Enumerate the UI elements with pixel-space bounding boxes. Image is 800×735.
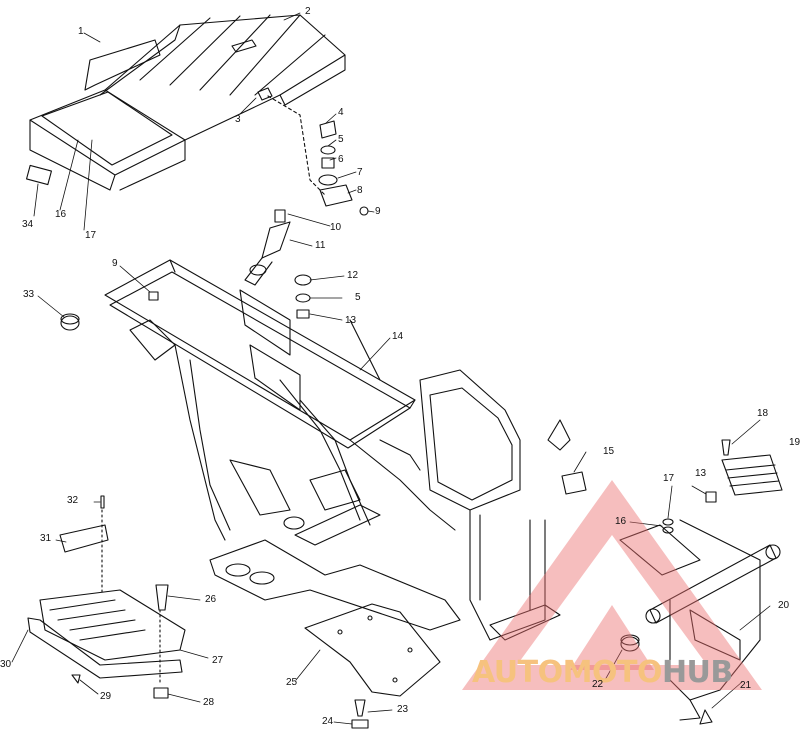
callout-24: 24 <box>322 716 334 727</box>
watermark-text-part1: AUTOMOTO <box>472 655 662 690</box>
callout-12: 12 <box>347 270 359 281</box>
callout-9b: 9 <box>112 258 118 269</box>
callout-19: 19 <box>789 437 800 448</box>
leader-lines <box>11 12 771 725</box>
rear-rack <box>26 14 346 191</box>
callout-3: 3 <box>235 114 241 125</box>
callout-28: 28 <box>203 697 215 708</box>
skid-plate-fasteners <box>351 699 369 729</box>
automotohub-logo-icon <box>462 480 762 690</box>
callout-13b: 13 <box>695 468 707 479</box>
callout-11: 11 <box>315 240 326 251</box>
watermark-text: AUTOMOTOHUB <box>472 655 733 690</box>
callout-1: 1 <box>78 26 84 37</box>
callout-5b: 5 <box>355 292 361 303</box>
callout-33: 33 <box>23 289 35 300</box>
watermark-text-part2: HUB <box>661 655 733 690</box>
nut-washer-stack <box>148 274 312 319</box>
support-brace <box>244 209 291 286</box>
main-frame <box>104 259 571 641</box>
small-loose-parts <box>60 313 587 495</box>
callout-14: 14 <box>392 331 404 342</box>
callout-23: 23 <box>397 704 409 715</box>
callout-32: 32 <box>67 495 79 506</box>
callout-27: 27 <box>212 655 224 666</box>
callout-13a: 13 <box>345 315 357 326</box>
front-plug <box>620 634 640 652</box>
callout-15: 15 <box>603 446 615 457</box>
callout-17b: 17 <box>663 473 675 484</box>
callout-30: 30 <box>0 659 12 670</box>
callout-34: 34 <box>22 219 34 230</box>
callout-17a: 17 <box>85 230 97 241</box>
callout-2: 2 <box>305 6 311 17</box>
callout-7: 7 <box>357 167 363 178</box>
callout-10: 10 <box>330 222 342 233</box>
callout-16a: 16 <box>55 209 67 220</box>
front-bumper <box>619 519 781 725</box>
callout-9a: 9 <box>375 206 381 217</box>
callout-29: 29 <box>100 691 112 702</box>
callout-8: 8 <box>357 185 363 196</box>
callout-6: 6 <box>338 154 344 165</box>
callout-18: 18 <box>757 408 769 419</box>
callout-31: 31 <box>40 533 52 544</box>
callout-22: 22 <box>592 679 604 690</box>
rear-footwell <box>27 495 186 699</box>
callout-25: 25 <box>286 677 298 688</box>
callout-26: 26 <box>205 594 217 605</box>
callout-4: 4 <box>338 107 344 118</box>
callout-21: 21 <box>740 680 752 691</box>
rack-fasteners <box>257 87 369 216</box>
callout-5a: 5 <box>338 134 344 145</box>
callout-16b: 16 <box>615 516 627 527</box>
skid-plate <box>304 603 441 697</box>
footrest <box>662 439 783 534</box>
callout-20: 20 <box>778 600 790 611</box>
